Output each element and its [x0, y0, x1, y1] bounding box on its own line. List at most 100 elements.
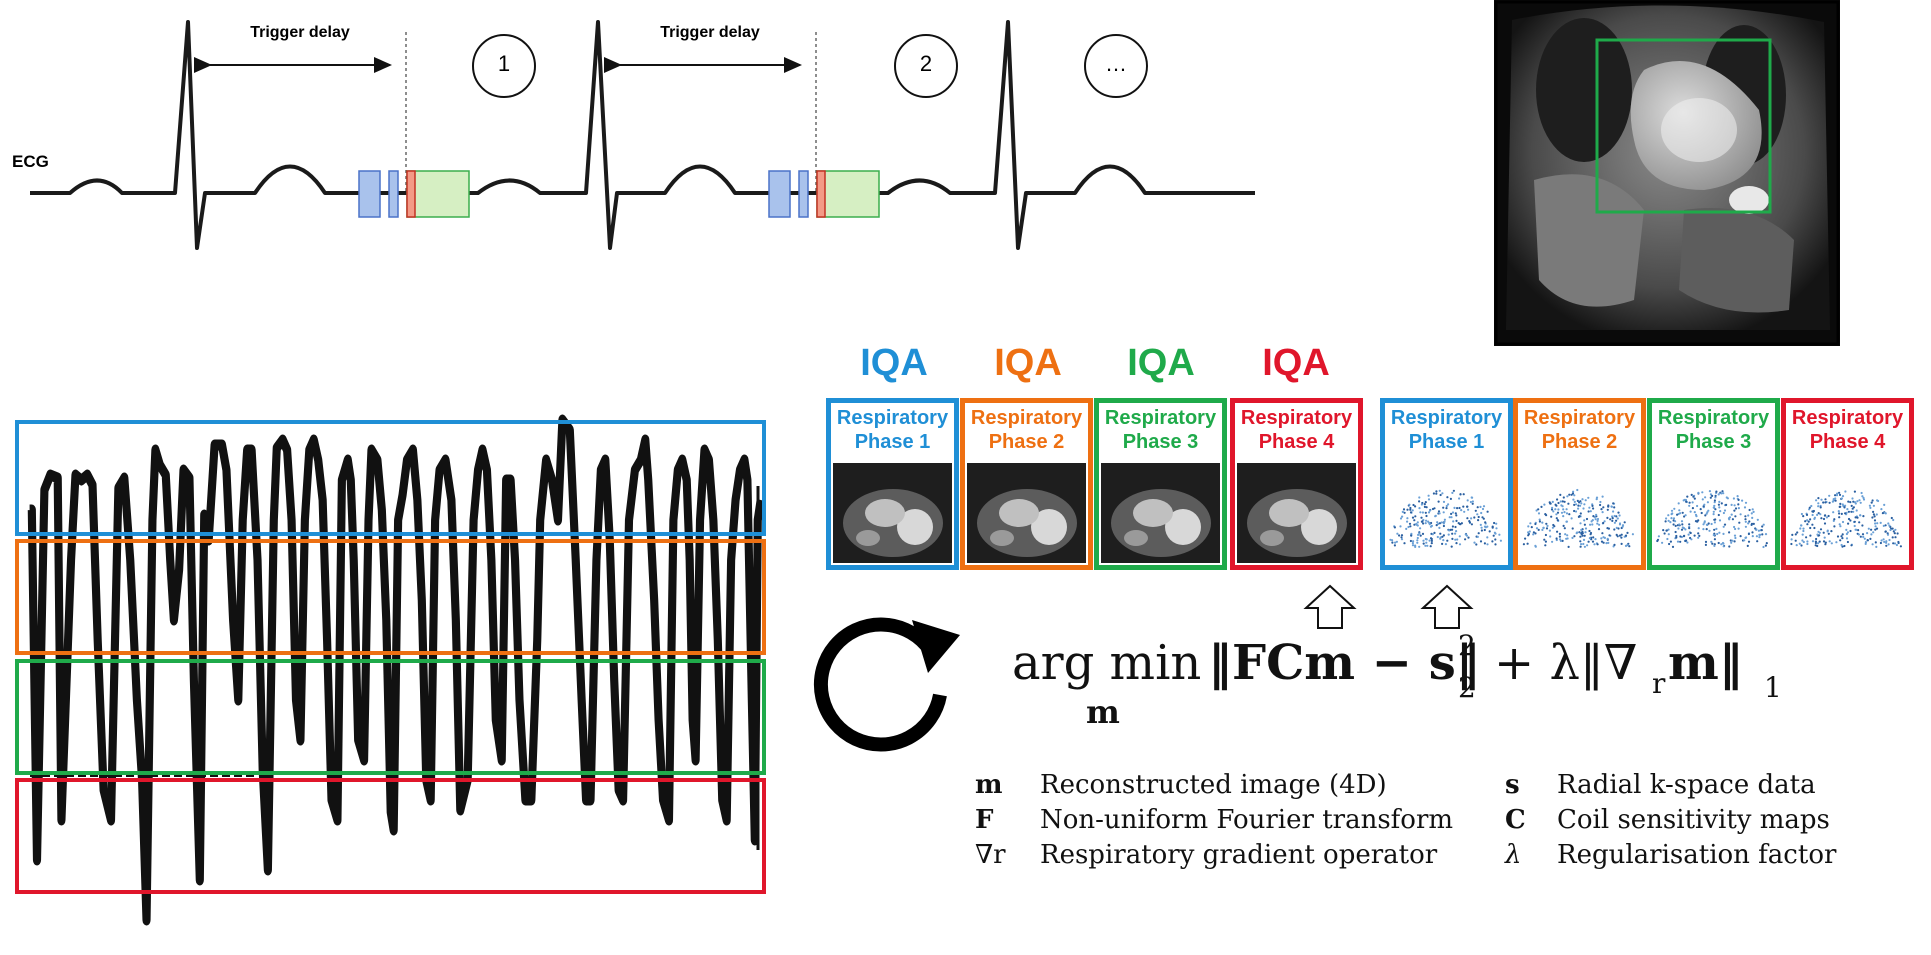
mri-roi-box	[1595, 38, 1772, 214]
kspace-sample-dot	[1733, 534, 1737, 537]
kspace-sample-dot	[1688, 501, 1691, 504]
kspace-sample-dot	[1871, 543, 1874, 546]
kspace-sample-dot	[1424, 511, 1427, 514]
kspace-phase-2-line1: Respiratory	[1523, 407, 1636, 429]
kspace-sample-dot	[1529, 522, 1532, 525]
kspace-sample-dot	[1601, 532, 1604, 535]
kspace-sample-dot	[1427, 511, 1431, 514]
kspace-sample-dot	[1408, 522, 1412, 525]
kspace-sample-dot	[1677, 527, 1680, 530]
kspace-sample-dot	[1667, 519, 1670, 522]
kspace-sample-dot	[1681, 523, 1684, 526]
kspace-sample-dot	[1480, 511, 1483, 515]
kspace-sample-dot	[1835, 541, 1838, 544]
eq-norm1-sub: 2	[1458, 671, 1476, 704]
kspace-sample-dot	[1616, 517, 1619, 520]
kspace-sample-dot	[1486, 510, 1489, 513]
kspace-sample-dot	[1718, 531, 1721, 534]
kspace-sample-dot	[1706, 511, 1709, 514]
kspace-sample-dot	[1442, 506, 1445, 509]
kspace-sample-dot	[1894, 528, 1897, 531]
kspace-sample-dot	[1562, 515, 1565, 518]
kspace-sample-dot	[1732, 497, 1735, 500]
kspace-sample-dot	[1762, 523, 1765, 526]
kspace-sample-dot	[1592, 515, 1595, 518]
kspace-sample-dot	[1559, 500, 1562, 503]
kspace-sample-dot	[1728, 531, 1731, 534]
kspace-sample-dot	[1401, 515, 1404, 518]
kspace-sample-dot	[1895, 543, 1898, 547]
kspace-sample-dot	[1427, 494, 1430, 497]
kspace-sample-dot	[1667, 514, 1670, 517]
kspace-sample-dot	[1731, 518, 1734, 521]
kspace-sample-dot	[1752, 510, 1755, 513]
kspace-sample-dot	[1577, 504, 1580, 507]
legend-symbol: λ	[1505, 840, 1522, 870]
kspace-sample-dot	[1556, 498, 1559, 501]
kspace-sample-dot	[1758, 536, 1761, 539]
kspace-sample-dot	[1687, 533, 1690, 536]
kspace-sample-dot	[1850, 504, 1853, 507]
kspace-sample-dot	[1483, 528, 1486, 532]
kspace-sample-dot	[1744, 501, 1748, 504]
kspace-sample-dot	[1830, 542, 1833, 545]
kspace-sample-dot	[1880, 508, 1883, 511]
kspace-sample-dot	[1713, 543, 1716, 546]
kspace-sample-dot	[1495, 522, 1498, 525]
kspace-sample-dot	[1806, 542, 1809, 546]
kspace-sample-dot	[1573, 535, 1576, 538]
kspace-sample-dot	[1756, 518, 1759, 521]
kspace-sample-dot	[1881, 512, 1884, 515]
short-axis-mri-thumbnail	[1237, 463, 1356, 563]
kspace-sample-dot	[1671, 545, 1675, 548]
kspace-sample-dot	[1435, 492, 1438, 495]
kspace-sample-dot	[1809, 534, 1812, 537]
kspace-sample-dot	[1791, 533, 1794, 536]
eq-argmin: arg min	[1012, 635, 1202, 691]
kspace-sample-dot	[1416, 521, 1419, 524]
kspace-sample-dot	[1439, 493, 1442, 497]
kspace-sample-dot	[1712, 510, 1715, 513]
eq-data-term: ‖FCm − s‖	[1208, 635, 1480, 691]
kspace-sample-dot	[1600, 537, 1603, 540]
kspace-sample-dot	[1726, 497, 1729, 500]
kspace-sample-dot	[1845, 532, 1848, 536]
kspace-sample-dot	[1874, 528, 1877, 531]
kspace-sample-dot	[1731, 539, 1734, 542]
kspace-sample-dot	[1755, 528, 1758, 531]
kspace-sample-dot	[1721, 490, 1724, 493]
kspace-sample-dot	[1527, 534, 1530, 537]
kspace-sample-dot	[1617, 527, 1620, 530]
kspace-sample-dot	[1550, 508, 1554, 511]
kspace-sample-dot	[1843, 506, 1846, 509]
kspace-sample-dot	[1817, 542, 1820, 545]
kspace-sample-dot	[1841, 520, 1845, 524]
kspace-sample-dot	[1618, 534, 1622, 537]
kspace-sample-dot	[1685, 500, 1688, 503]
beat-marker-circle-3	[1084, 34, 1148, 98]
kspace-sample-dot	[1414, 505, 1417, 508]
kspace-sample-dot	[1579, 522, 1582, 525]
kspace-sample-dot	[1566, 534, 1569, 537]
kspace-sample-dot	[1494, 538, 1497, 541]
kspace-sample-dot	[1549, 502, 1552, 505]
kspace-sample-dot	[1665, 529, 1668, 532]
kspace-sample-dot	[1868, 504, 1871, 507]
kspace-sample-dot	[1692, 495, 1695, 498]
kspace-sample-dot	[1717, 503, 1720, 506]
kspace-sample-dot	[1703, 503, 1706, 506]
kspace-sample-dot	[1838, 516, 1841, 519]
kspace-sample-dot	[1621, 525, 1624, 528]
kspace-sample-dot	[1892, 518, 1895, 522]
kspace-sample-dot	[1612, 502, 1615, 505]
kspace-sample-dot	[1571, 527, 1574, 530]
image-phase-1-line2: Phase 1	[854, 431, 931, 453]
kspace-sample-dot	[1451, 532, 1454, 535]
kspace-sample-dot	[1744, 518, 1747, 521]
kspace-sample-dot	[1713, 504, 1716, 507]
kspace-sample-dot	[1838, 512, 1841, 515]
kspace-sample-dot	[1825, 516, 1828, 519]
kspace-sample-dot	[1450, 545, 1453, 548]
